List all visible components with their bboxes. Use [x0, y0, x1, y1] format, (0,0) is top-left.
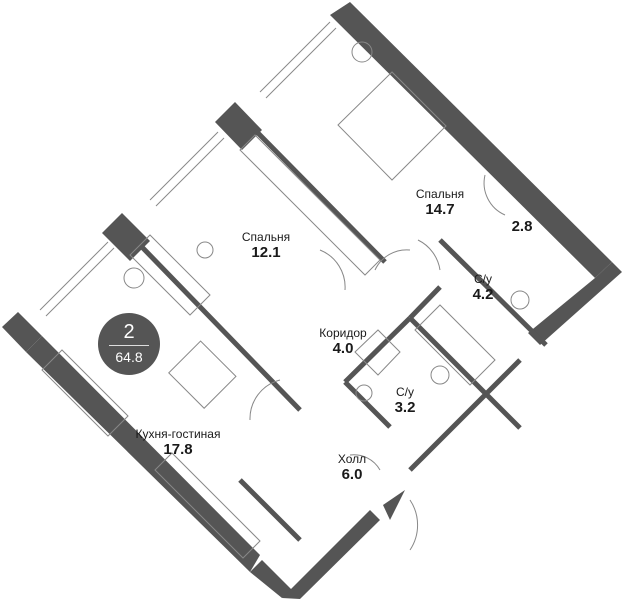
room-area: 12.1: [251, 244, 281, 261]
room-bedroom-1: Спальня 12.1: [242, 230, 290, 261]
room-area: 2.8: [511, 218, 533, 235]
room-area: 17.8: [163, 441, 193, 458]
washing-machine-icon: [355, 384, 373, 402]
entrance-arrow-icon: [383, 490, 405, 520]
room-area: 4.0: [332, 340, 354, 357]
room-name: С/у: [473, 272, 492, 286]
room-corridor: Коридор 4.0: [319, 326, 366, 357]
kitchen-counter-icon: [154, 452, 261, 559]
wardrobe-icon: [239, 134, 381, 276]
rooms-count: 2: [123, 321, 135, 343]
sofa-icon: [41, 349, 129, 437]
total-area: 64.8: [115, 349, 143, 365]
windows: [39, 21, 337, 317]
washbasin-icon: [430, 365, 450, 385]
window-piers: [102, 102, 262, 261]
badge-divider: [109, 345, 149, 346]
furniture: [41, 41, 530, 559]
dining-table-icon: [168, 340, 237, 409]
room-name: Спальня: [415, 187, 465, 201]
desk-icon: [129, 234, 211, 316]
room-name: С/у: [395, 385, 414, 399]
room-bedroom-2: Спальня 14.7: [416, 187, 464, 218]
plant-icon: [123, 267, 145, 289]
room-area: 14.7: [425, 201, 455, 218]
chair-icon: [196, 241, 214, 259]
room-hall: Холл 6.0: [338, 452, 366, 483]
toilet-icon: [510, 290, 530, 310]
room-closet: 2.8: [512, 218, 533, 235]
bed-icon: [337, 71, 447, 181]
room-name: Спальня: [241, 230, 291, 244]
plant-icon: [351, 41, 373, 63]
room-name: Холл: [337, 452, 367, 466]
room-name: Кухня-гостиная: [135, 427, 221, 441]
room-bathroom-1: С/у 4.2: [473, 272, 494, 303]
room-area: 4.2: [472, 286, 494, 303]
room-bathroom-2: С/у 3.2: [395, 385, 416, 416]
room-kitchen-living: Кухня-гостиная 17.8: [136, 427, 221, 458]
room-area: 6.0: [341, 466, 363, 483]
apartment-badge: 2 64.8: [98, 313, 160, 375]
bathtub-icon: [414, 304, 496, 386]
door-swings: [249, 174, 506, 551]
room-area: 3.2: [394, 399, 416, 416]
room-name: Коридор: [319, 326, 367, 340]
shower-icon: [354, 329, 401, 376]
